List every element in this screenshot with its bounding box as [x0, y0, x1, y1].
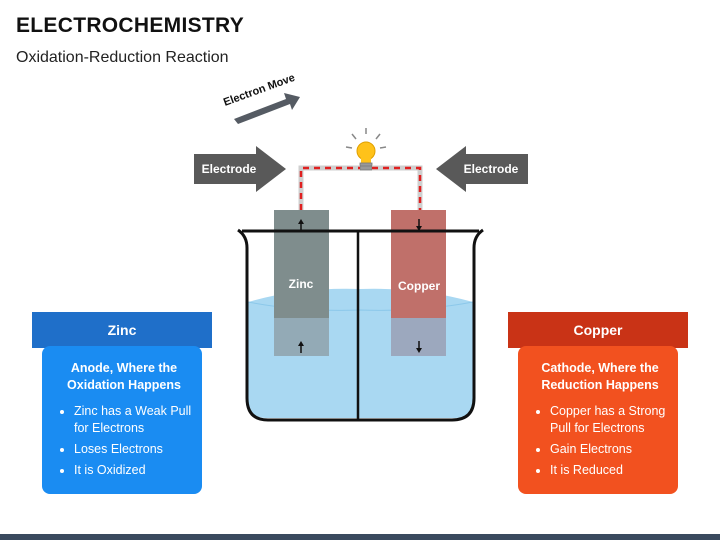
arrow-down-icon	[416, 219, 422, 231]
wire	[298, 165, 423, 210]
light-bulb-icon	[345, 128, 387, 171]
list-item: It is Reduced	[550, 462, 668, 479]
left-electrode-label: Electrode	[202, 162, 257, 176]
page-subtitle: Oxidation-Reduction Reaction	[16, 49, 229, 66]
beaker	[237, 228, 484, 422]
zinc-panel-title: Zinc	[107, 322, 137, 338]
zinc-rod-label: Zinc	[289, 277, 314, 291]
copper-panel-heading: Cathode, Where the Reduction Happens	[541, 361, 659, 392]
zinc-panel-heading: Anode, Where the Oxidation Happens	[67, 361, 181, 392]
electron-move-arrow: Electron Move	[222, 72, 300, 124]
zinc-panel: Anode, Where the Oxidation Happens Zinc …	[42, 346, 202, 494]
list-item: Gain Electrons	[550, 441, 668, 458]
zinc-panel-header: Zinc	[32, 312, 212, 348]
list-item: Copper has a Strong Pull for Electrons	[550, 403, 668, 437]
footer-bar	[0, 534, 720, 540]
arrow-up-icon	[298, 341, 304, 353]
list-item: Loses Electrons	[74, 441, 192, 458]
arrow-down-icon	[416, 341, 422, 353]
list-item: Zinc has a Weak Pull for Electrons	[74, 403, 192, 437]
right-electrode-label: Electrode	[464, 162, 519, 176]
page-title: ELECTROCHEMISTRY	[16, 14, 245, 37]
right-electrode-arrow: Electrode	[436, 146, 528, 192]
left-electrode-arrow: Electrode	[194, 146, 286, 192]
copper-panel: Cathode, Where the Reduction Happens Cop…	[518, 346, 678, 494]
copper-panel-title: Copper	[573, 322, 623, 338]
zinc-points-list: Zinc has a Weak Pull for Electrons Loses…	[56, 403, 192, 479]
copper-panel-header: Copper	[508, 312, 688, 348]
list-item: It is Oxidized	[74, 462, 192, 479]
copper-points-list: Copper has a Strong Pull for Electrons G…	[532, 403, 668, 479]
copper-rod-label: Copper	[398, 279, 440, 293]
